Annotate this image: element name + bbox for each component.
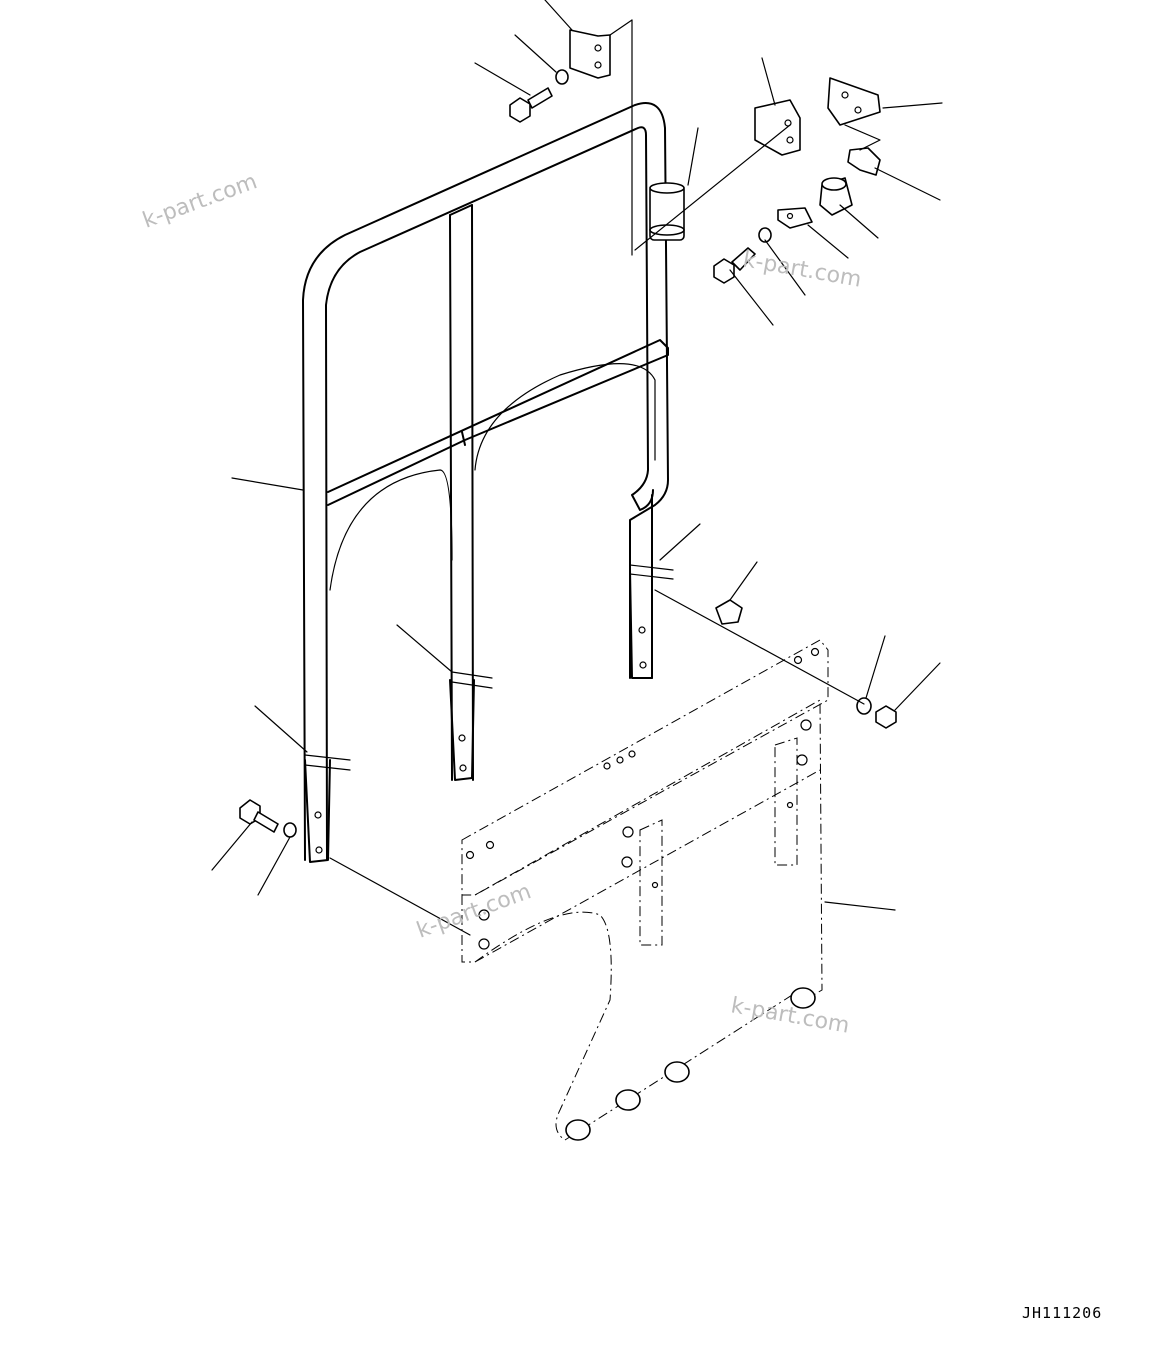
handrail-frame [302, 102, 685, 863]
watermark-text: k-part.com [741, 247, 863, 292]
fasteners [239, 29, 897, 838]
mounting-plate [461, 639, 829, 1141]
watermarks: k-part.com k-part.com k-part.com k-part.… [140, 169, 864, 1039]
drawing-code: JH111206 [1022, 1304, 1102, 1322]
watermark-text: k-part.com [414, 879, 535, 943]
leader-lines [211, 0, 943, 936]
watermark-text: k-part.com [140, 169, 261, 233]
watermark-text: k-part.com [729, 993, 851, 1038]
